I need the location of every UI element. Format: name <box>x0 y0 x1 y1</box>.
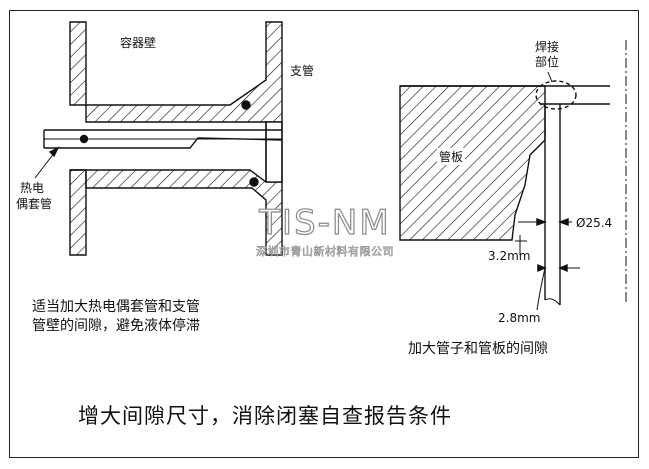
figure-frame <box>9 10 639 458</box>
right-caption: 加大管子和管板的间隙 <box>408 341 548 357</box>
tube-sheet <box>399 85 546 241</box>
weld-dot-lower <box>249 177 259 187</box>
flange <box>265 121 283 183</box>
right-cross-section <box>399 40 627 311</box>
thermowell-label: 热电 偶套管 <box>16 180 52 212</box>
watermark-logo: TIS-NM <box>259 203 391 243</box>
vessel-wall-upper <box>69 21 87 106</box>
vessel-wall-label: 容器壁 <box>120 36 157 50</box>
left-caption-line1: 适当加大热电偶套管和支管 <box>32 299 200 315</box>
left-cross-section <box>34 21 283 256</box>
watermark: TIS-NM 深圳市青山新材料有限公司 <box>245 203 405 259</box>
weld-label-line1: 焊接 <box>535 40 560 54</box>
watermark-company: 深圳市青山新材料有限公司 <box>256 245 394 259</box>
left-caption-line2: 管壁的间隙，避免液体停滞 <box>32 318 200 334</box>
branch-pipe-lower-wall <box>70 169 283 256</box>
weld-label-line2: 部位 <box>535 55 560 69</box>
gap1-label: 3.2mm <box>488 249 531 263</box>
branch-pipe-upper-wall <box>85 21 283 123</box>
gap2-label: 2.8mm <box>498 311 541 325</box>
thermowell-label-line2: 偶套管 <box>16 197 53 211</box>
diameter-label: Ø25.4 <box>576 216 613 230</box>
weld-dot-upper <box>241 100 251 110</box>
left-caption: 适当加大热电偶套管和支管 管壁的间隙，避免液体停滞 <box>32 298 200 336</box>
figure-title: 增大间隙尺寸，消除闭塞自查报告条件 <box>78 404 452 428</box>
tube-sheet-label: 管板 <box>437 148 466 165</box>
branch-pipe-label: 支管 <box>290 64 315 78</box>
thermowell-dot <box>79 134 89 144</box>
weld-zone <box>535 80 577 110</box>
weld-label: 焊接 部位 <box>535 40 559 70</box>
thermowell-label-line1: 热电 <box>20 181 45 195</box>
vessel-wall-lower <box>69 169 87 256</box>
